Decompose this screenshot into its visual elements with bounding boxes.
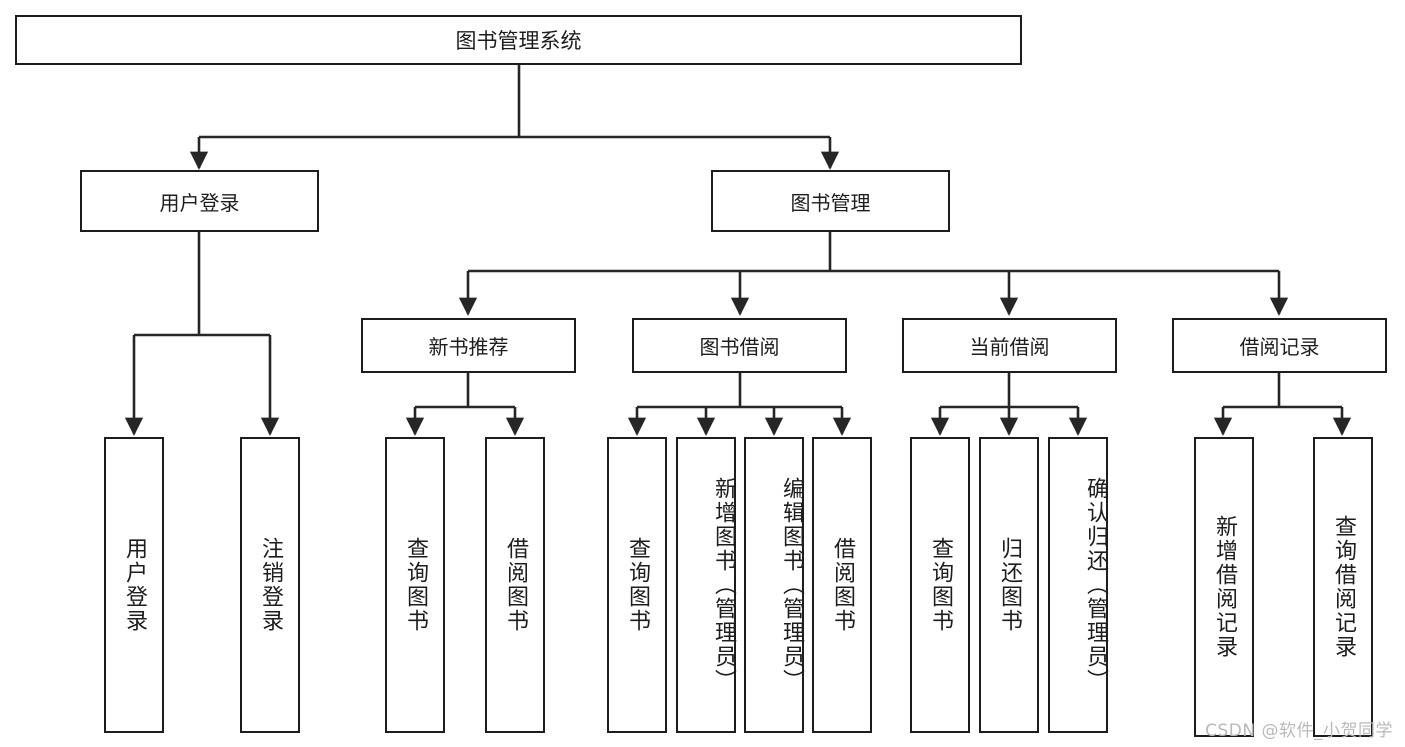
node-leaf-query-book-2[interactable]: 查询图书: [607, 437, 667, 733]
node-leaf-borrow-book-2[interactable]: 借阅图书: [812, 437, 872, 733]
node-book-borrow-label: 图书借阅: [699, 335, 780, 359]
node-book-manage-label: 图书管理: [790, 190, 871, 215]
node-leaf-confirm-return-label: 确认归还（管理员）: [1083, 477, 1108, 693]
node-leaf-edit-book-label: 编辑图书（管理员）: [779, 477, 804, 693]
node-user-login[interactable]: 用户登录: [80, 170, 319, 232]
node-leaf-add-record[interactable]: 新增借阅记录: [1194, 437, 1254, 737]
node-leaf-query-book-2-label: 查询图书: [625, 537, 650, 633]
node-current-borrow[interactable]: 当前借阅: [902, 318, 1117, 373]
node-leaf-user-logout[interactable]: 注销登录: [240, 437, 300, 733]
node-leaf-query-book-3-label: 查询图书: [928, 537, 953, 633]
node-leaf-query-record[interactable]: 查询借阅记录: [1313, 437, 1373, 737]
node-leaf-add-record-label: 新增借阅记录: [1212, 515, 1237, 659]
node-borrow-record[interactable]: 借阅记录: [1172, 318, 1387, 373]
node-leaf-add-book-label: 新增图书（管理员）: [711, 477, 736, 693]
node-leaf-return-book-label: 归还图书: [997, 537, 1022, 633]
node-leaf-confirm-return[interactable]: 确认归还（管理员）: [1048, 437, 1108, 733]
node-leaf-query-book-3[interactable]: 查询图书: [910, 437, 970, 733]
node-new-book-rec[interactable]: 新书推荐: [361, 318, 576, 373]
node-book-manage[interactable]: 图书管理: [711, 170, 950, 232]
node-leaf-user-login[interactable]: 用户登录: [104, 437, 164, 733]
node-book-borrow[interactable]: 图书借阅: [632, 318, 847, 373]
node-leaf-user-logout-label: 注销登录: [258, 537, 283, 633]
node-leaf-query-book-1-label: 查询图书: [403, 537, 428, 633]
node-root[interactable]: 图书管理系统: [15, 15, 1022, 65]
node-root-label: 图书管理系统: [455, 29, 582, 53]
node-leaf-borrow-book-1-label: 借阅图书: [503, 537, 528, 633]
node-new-book-rec-label: 新书推荐: [428, 335, 509, 359]
node-borrow-record-label: 借阅记录: [1239, 335, 1320, 359]
node-leaf-user-login-label: 用户登录: [122, 537, 147, 633]
node-leaf-borrow-book-1[interactable]: 借阅图书: [485, 437, 545, 733]
node-leaf-edit-book[interactable]: 编辑图书（管理员）: [744, 437, 804, 733]
node-leaf-query-record-label: 查询借阅记录: [1331, 515, 1356, 659]
node-leaf-borrow-book-2-label: 借阅图书: [830, 537, 855, 633]
watermark: CSDN @软件_小贺同学: [1205, 721, 1393, 741]
node-current-borrow-label: 当前借阅: [969, 335, 1050, 359]
node-leaf-add-book[interactable]: 新增图书（管理员）: [676, 437, 736, 733]
node-leaf-query-book-1[interactable]: 查询图书: [385, 437, 445, 733]
node-leaf-return-book[interactable]: 归还图书: [979, 437, 1039, 733]
node-user-login-label: 用户登录: [159, 190, 240, 215]
